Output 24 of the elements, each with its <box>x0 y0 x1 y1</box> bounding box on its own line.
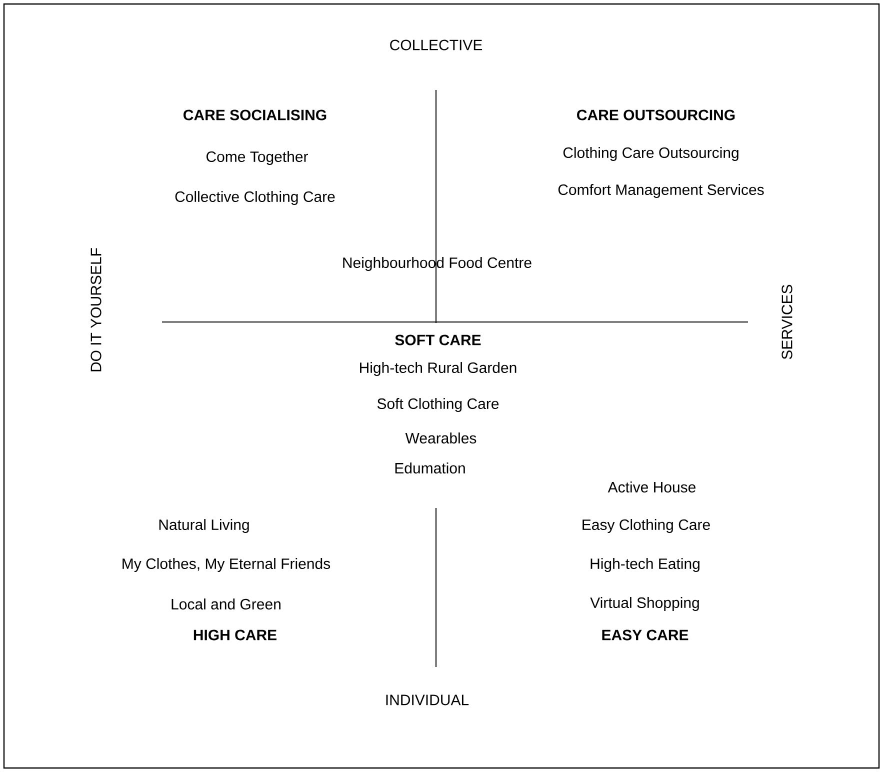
concept-label: Come Together <box>206 151 308 165</box>
quadrant-heading: SOFT CARE <box>395 334 481 346</box>
axis-label: DO IT YOURSELF <box>90 248 102 372</box>
quadrant-heading: CARE OUTSOURCING <box>577 110 735 120</box>
quadrant-heading: HIGH CARE <box>194 630 276 640</box>
concept-label: Natural Living <box>159 519 249 533</box>
concept-label: High-tech Eating <box>590 558 700 572</box>
concept-label: Virtual Shopping <box>590 597 699 611</box>
axis-label: COLLECTIVE <box>390 40 482 50</box>
quadrant-heading: EASY CARE <box>602 630 688 640</box>
concept-label: Local and Green <box>172 598 280 610</box>
concept-label: Wearables <box>405 432 476 444</box>
concept-label: Edumation <box>395 462 465 474</box>
concept-label: Clothing Care Outsourcing <box>563 147 738 161</box>
concept-label: Collective Clothing Care <box>175 191 335 205</box>
axis-label: SERVICES <box>782 284 792 360</box>
concept-label: My Clothes, My Eternal Friends <box>122 558 330 572</box>
concept-label: Soft Clothing Care <box>377 398 499 412</box>
concept-label: High-tech Rural Garden <box>360 362 516 376</box>
quadrant-heading: CARE SOCIALISING <box>184 110 326 120</box>
axis-label: INDIVIDUAL <box>386 694 469 706</box>
concept-label: Easy Clothing Care <box>582 519 710 533</box>
concept-label: Active House <box>608 482 696 492</box>
concept-label: Comfort Management Services <box>558 184 764 198</box>
